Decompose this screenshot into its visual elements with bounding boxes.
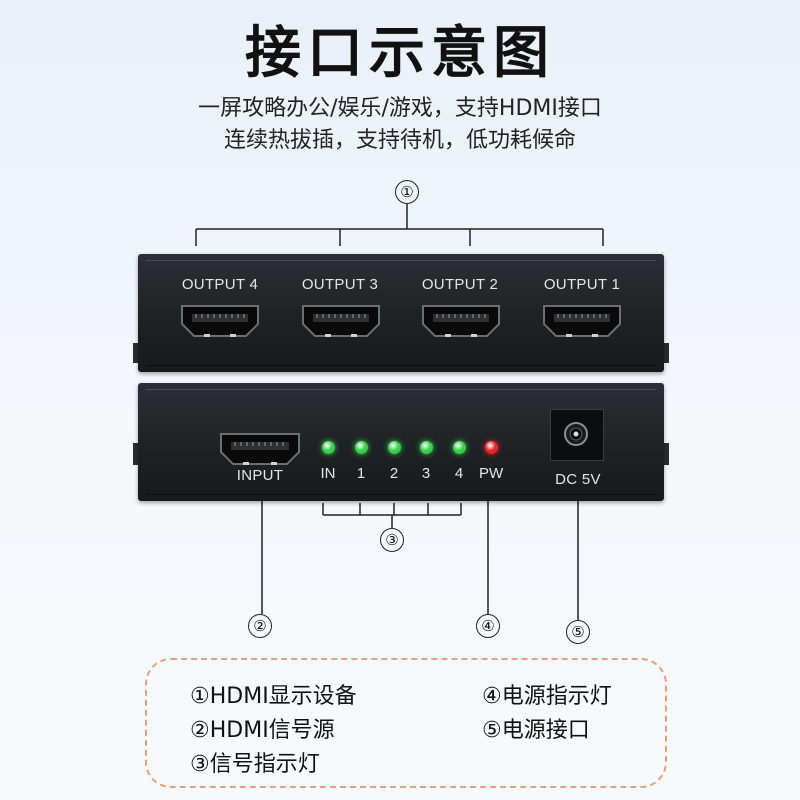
top-panel-right-tab (663, 343, 669, 363)
output-3-label: OUTPUT 3 (301, 276, 379, 293)
legend-item-2: ②HDMI信号源 (190, 718, 335, 743)
legend-item-3: ③信号指示灯 (190, 752, 320, 777)
output-4-label: OUTPUT 4 (181, 276, 259, 293)
bottom-panel-right-tab (663, 443, 669, 465)
led-2-indicator (387, 441, 401, 454)
callout-2: ② (248, 614, 272, 638)
hdmi-output-4-port-icon[interactable] (176, 302, 264, 342)
led-1-indicator (354, 441, 368, 454)
hdmi-output-1-port-icon[interactable] (538, 302, 626, 342)
led-label: PW (479, 465, 504, 482)
input-label: INPUT (236, 467, 284, 484)
dc-5v-label: DC 5V (555, 471, 601, 488)
led-label: IN (320, 465, 336, 482)
hdmi-output-2-port-icon[interactable] (417, 302, 505, 342)
led-in-indicator (321, 441, 335, 454)
hdmi-output-3-port-icon[interactable] (297, 302, 385, 342)
led-label: 2 (389, 465, 399, 482)
led-4-indicator (452, 441, 466, 454)
legend-item-4: ④电源指示灯 (482, 684, 612, 709)
led-label: 1 (356, 465, 366, 482)
callout-3: ③ (380, 528, 404, 552)
led-pw-indicator (484, 441, 498, 454)
legend-item-5: ⑤电源接口 (482, 718, 590, 743)
hdmi-input-port-icon[interactable] (215, 430, 305, 472)
legend-item-1: ①HDMI显示设备 (190, 684, 357, 709)
page-title: 接口示意图 (245, 21, 555, 86)
legend-box (145, 658, 667, 788)
subtitle-line-1: 一屏攻略办公/娱乐/游戏，支持HDMI接口 (198, 96, 602, 121)
output-2-label: OUTPUT 2 (421, 276, 499, 293)
callout-4: ④ (476, 614, 500, 638)
dc-power-jack-icon[interactable] (562, 420, 590, 448)
top-panel-left-tab (133, 343, 139, 363)
callout-1: ① (395, 180, 419, 204)
output-1-label: OUTPUT 1 (543, 276, 621, 293)
callout-5: ⑤ (566, 620, 590, 644)
led-label: 3 (421, 465, 431, 482)
subtitle-line-2: 连续热拔插，支持待机，低功耗候命 (223, 128, 576, 153)
led-label: 4 (454, 465, 464, 482)
led-3-indicator (419, 441, 433, 454)
bottom-panel-left-tab (133, 443, 139, 465)
